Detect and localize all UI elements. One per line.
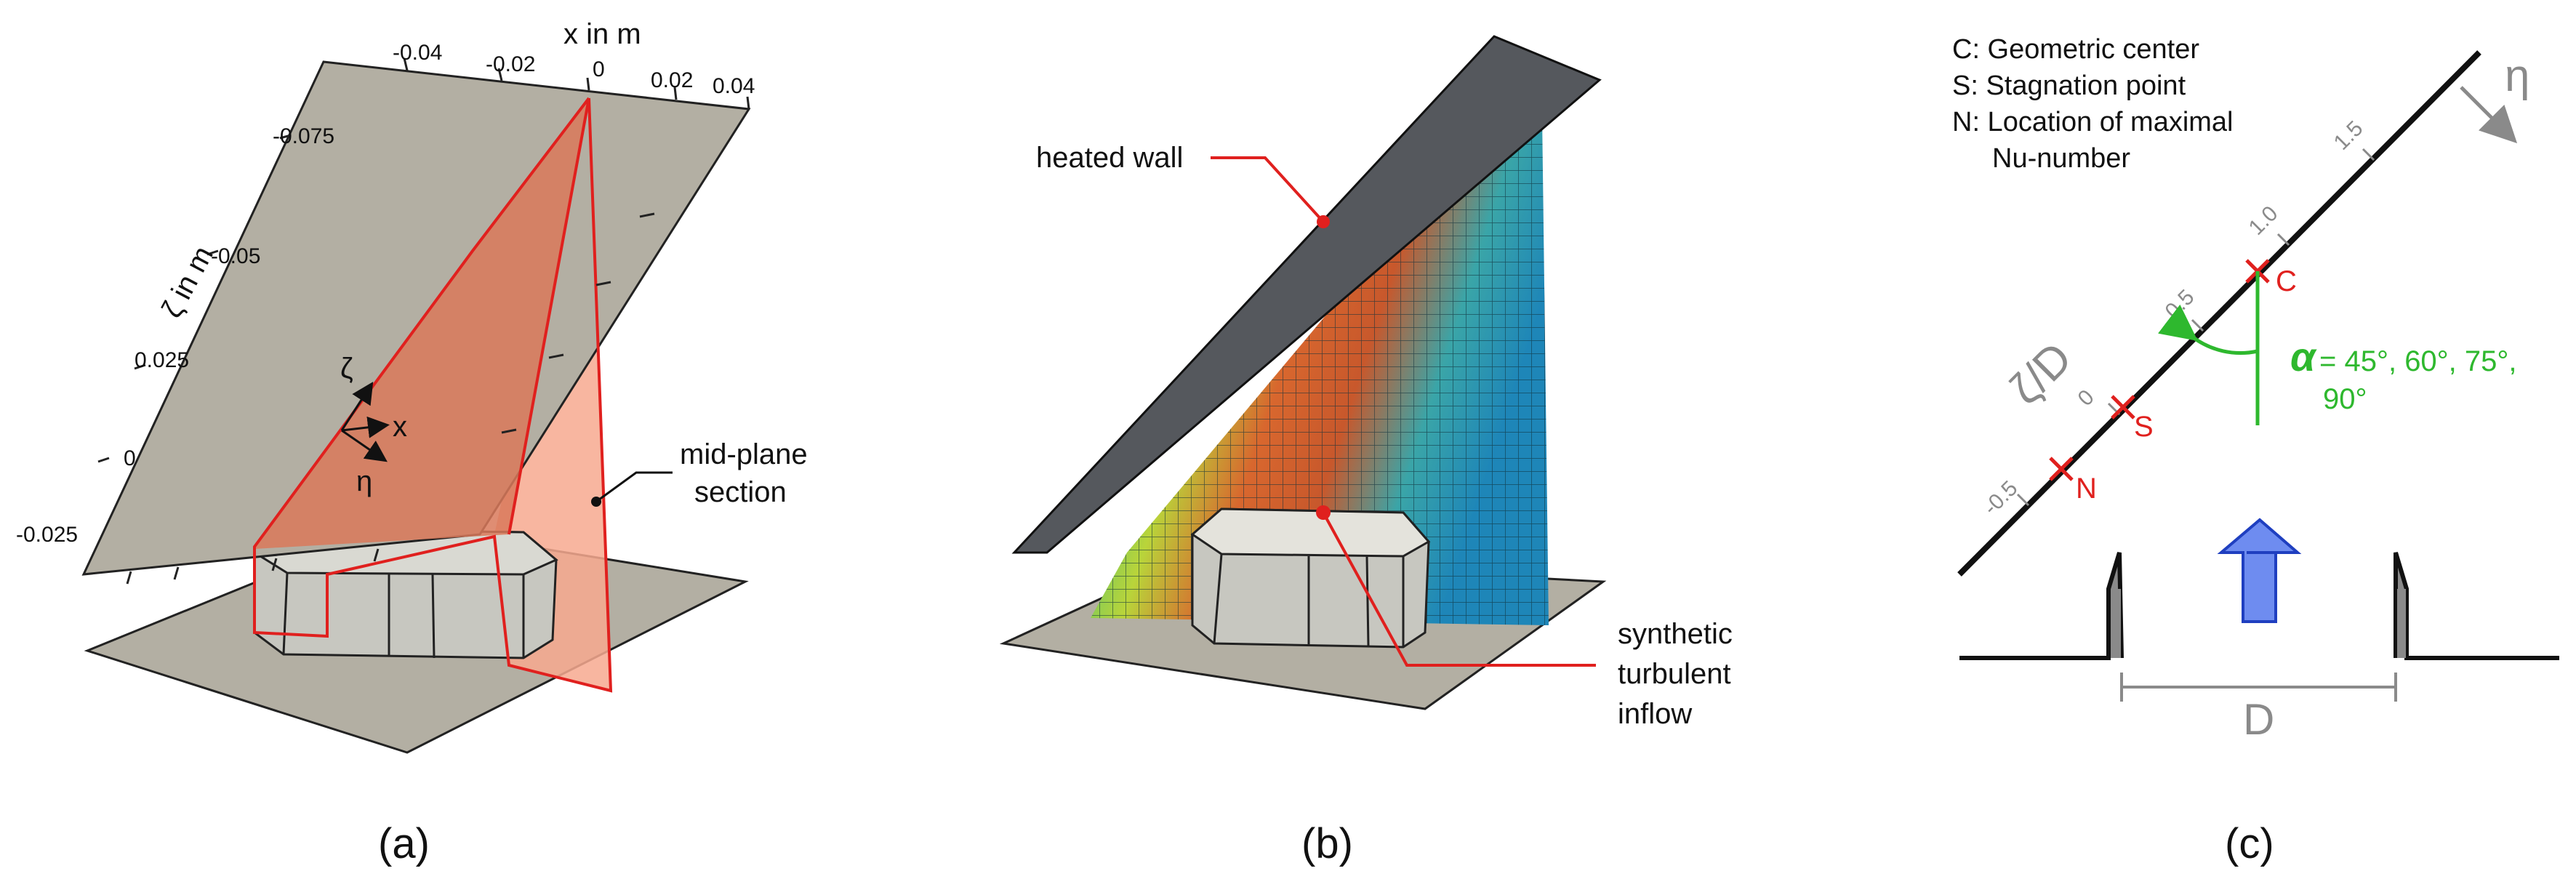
dimension-d xyxy=(2120,673,2397,702)
dimension-d-label: D xyxy=(2243,695,2274,744)
point-c-label: C xyxy=(2276,265,2297,297)
scale-tick-4: 1.0 xyxy=(2244,201,2283,240)
axis-x-symbol: x xyxy=(393,411,407,443)
x-axis-title: x in m xyxy=(563,18,641,50)
scale-tick-1: -0.5 xyxy=(1979,476,2023,520)
scale-tick-2: 0 xyxy=(2074,385,2099,411)
local-axes xyxy=(340,381,390,462)
caption-a: (a) xyxy=(378,820,430,867)
alpha-values-1: = 45°, 60°, 75°, xyxy=(2319,345,2517,377)
x-tick-1: -0.04 xyxy=(393,41,442,65)
alpha-arc xyxy=(2158,304,2258,355)
zeta-tick-5: -0.025 xyxy=(16,523,78,547)
mid-plane-label-line2: section xyxy=(694,476,787,508)
axis-eta-symbol: η xyxy=(356,465,372,497)
scale-tick-3: 0.5 xyxy=(2161,285,2199,324)
zeta-d-label: ζ/D xyxy=(2000,333,2082,414)
legend-n1: N: Location of maximal xyxy=(1952,107,2234,137)
flow-arrow-icon xyxy=(2217,518,2302,623)
inflow-label-2: turbulent xyxy=(1618,658,1731,690)
mid-plane-leader xyxy=(595,471,673,503)
plate-ticks xyxy=(97,57,750,585)
nozzle-right xyxy=(2394,552,2559,660)
caption-b: (b) xyxy=(1301,820,1353,867)
x-tick-5: 0.04 xyxy=(713,74,755,98)
inflow-leader xyxy=(1322,512,1596,667)
axis-zeta-symbol: ζ xyxy=(340,353,353,385)
wall-line xyxy=(1957,50,2481,577)
zeta-tick-4: 0 xyxy=(124,446,136,470)
scale-tick-5: 1.5 xyxy=(2330,116,2368,155)
panel-a: x in m -0.04 -0.02 0 0.02 0.04 -0.075 -0… xyxy=(16,18,808,867)
panel-b: heated wall synthetic turbulent inflow (… xyxy=(999,35,1733,867)
x-tick-4: 0.02 xyxy=(651,68,693,92)
wall-leader xyxy=(1211,156,1325,223)
panel-c: C: Geometric center S: Stagnation point … xyxy=(1952,34,2559,867)
legend-n2: Nu-number xyxy=(1992,143,2130,174)
mid-plane-label-line1: mid-plane xyxy=(680,438,808,470)
nozzle-left xyxy=(1959,552,2124,660)
zeta-tick-1: -0.075 xyxy=(273,124,334,148)
alpha-values-2: 90° xyxy=(2323,383,2367,415)
eta-label: η xyxy=(2505,51,2529,101)
eta-arrow xyxy=(2460,86,2518,144)
zeta-tick-3: 0.025 xyxy=(135,348,189,372)
jet-box-b xyxy=(1190,507,1431,649)
inflow-label-1: synthetic xyxy=(1618,618,1733,650)
x-tick-3: 0 xyxy=(593,57,605,81)
scale-ticks xyxy=(2016,148,2375,507)
point-s-label: S xyxy=(2134,411,2154,443)
legend-s: S: Stagnation point xyxy=(1952,71,2186,101)
zeta-tick-2: -0.05 xyxy=(211,244,260,268)
point-n-label: N xyxy=(2076,473,2097,505)
inflow-label-3: inflow xyxy=(1618,698,1692,730)
alpha-symbol: α xyxy=(2290,334,2317,380)
heated-wall-label: heated wall xyxy=(1036,142,1183,174)
x-tick-2: -0.02 xyxy=(486,52,535,76)
legend-c: C: Geometric center xyxy=(1952,34,2199,65)
caption-c: (c) xyxy=(2225,820,2274,867)
mid-plane-on-plate xyxy=(254,98,589,549)
heated-wall xyxy=(1011,35,1602,554)
